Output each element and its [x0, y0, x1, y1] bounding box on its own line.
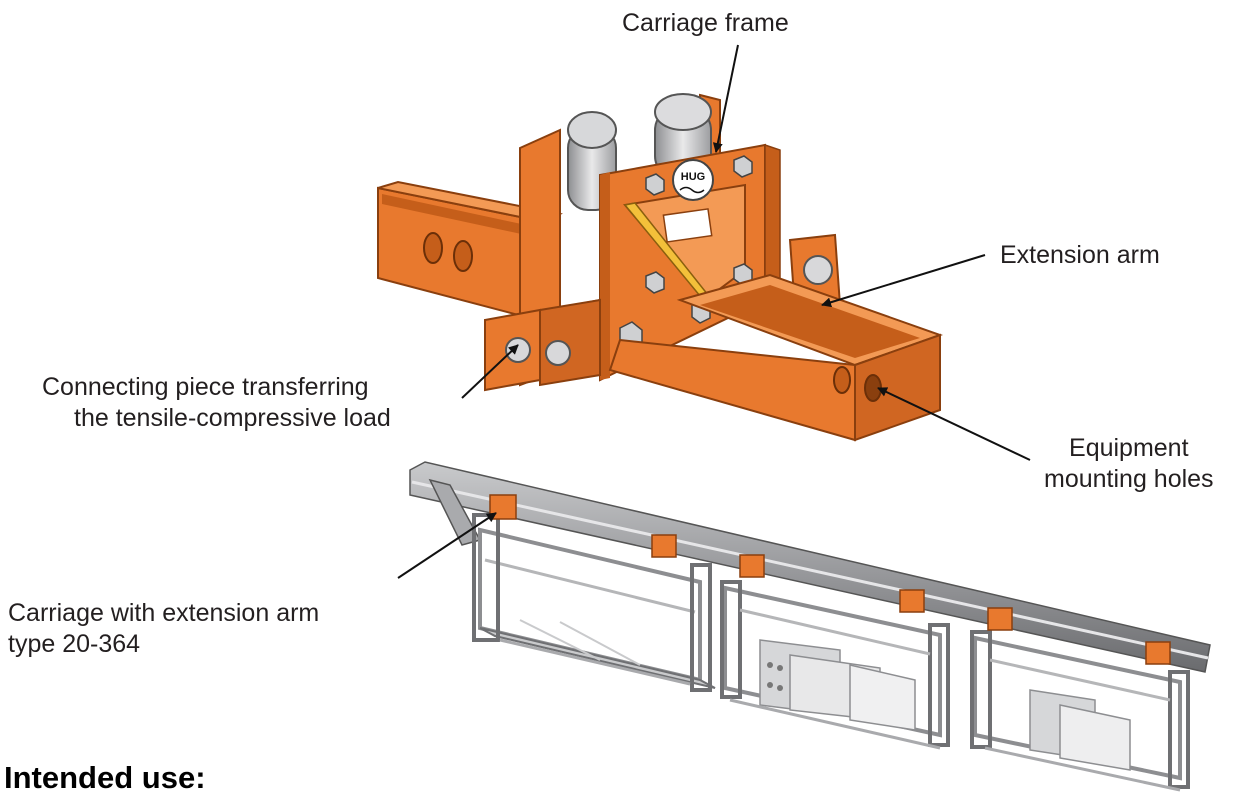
left-arm-beam [377, 180, 563, 324]
hug-logo-icon: HUG [672, 159, 714, 201]
label-connecting-piece-line1: Connecting piece transferring [42, 373, 369, 401]
leader-arrow-icon [397, 44, 1031, 579]
equipment-cage-2 [720, 580, 950, 750]
label-carriage-type: Carriage with extension arm type 20-364 [8, 598, 319, 660]
label-connecting-piece: Connecting piece transferring the tensil… [42, 372, 391, 434]
label-mounting-holes: Equipment mounting holes [1044, 433, 1214, 495]
extension-arm-beam [608, 273, 944, 442]
label-mounting-holes-line1: Equipment [1069, 434, 1189, 462]
equipment-cage-3 [970, 630, 1190, 792]
label-connecting-piece-line2: the tensile-compressive load [74, 404, 391, 432]
label-carriage-type-line1: Carriage with extension arm [8, 599, 320, 627]
label-carriage-frame: Carriage frame [622, 9, 789, 37]
carriage-detail-illustration: HUG [377, 93, 944, 442]
label-mounting-holes-line2: mounting holes [1044, 465, 1214, 493]
label-carriage-type-line2: type 20-364 [8, 630, 141, 658]
connecting-piece [484, 298, 601, 392]
front-frame-plate: HUG [599, 143, 781, 382]
rail-system-illustration [409, 461, 1211, 792]
rail-carriages [489, 494, 1171, 665]
svg-text:HUG: HUG [681, 171, 705, 183]
equipment-cage-1 [472, 513, 716, 692]
label-extension-arm: Extension arm [1000, 241, 1160, 269]
section-heading-intended-use: Intended use: [4, 760, 206, 795]
